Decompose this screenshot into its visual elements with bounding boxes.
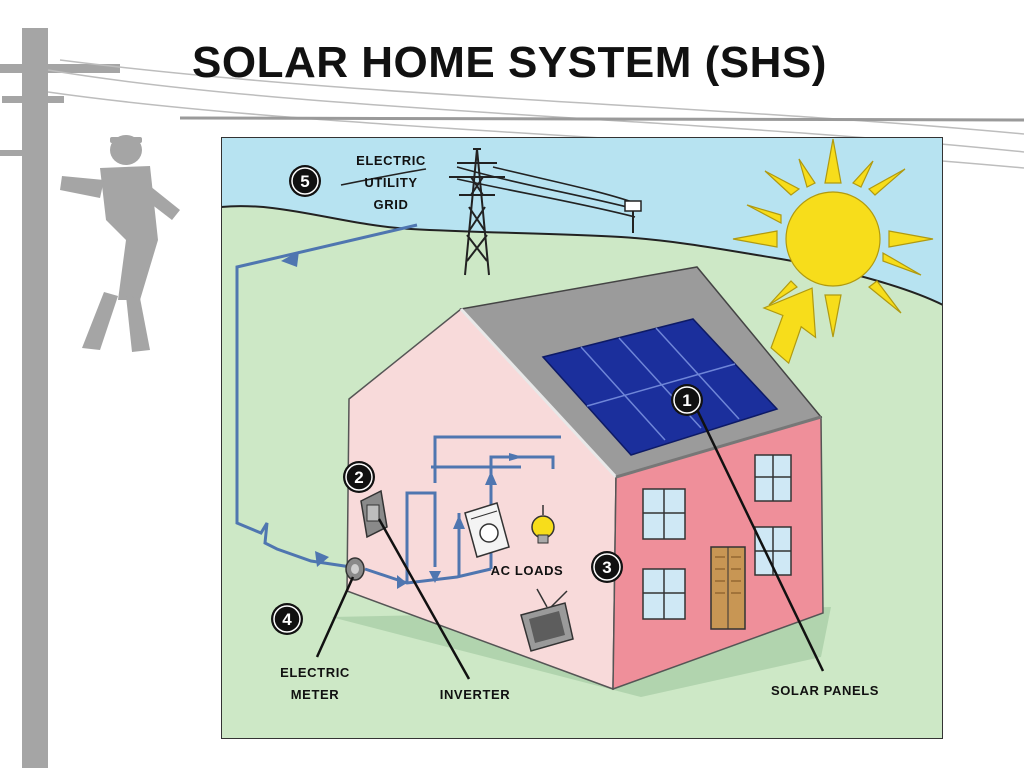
front-door bbox=[710, 546, 746, 630]
svg-text:1: 1 bbox=[682, 391, 691, 410]
leader-lines bbox=[315, 394, 825, 680]
solar-panel-array-icon bbox=[541, 318, 779, 456]
badge-4: 4 bbox=[271, 603, 303, 635]
label-meter-line2: METER bbox=[291, 687, 340, 702]
svg-text:4: 4 bbox=[282, 610, 292, 629]
svg-text:2: 2 bbox=[354, 468, 363, 487]
electric-meter-icon bbox=[345, 557, 365, 581]
badge-3: 3 bbox=[591, 551, 623, 583]
label-grid-line1: ELECTRIC bbox=[356, 153, 426, 168]
badge-5: 5 bbox=[289, 165, 321, 197]
label-grid-line3: GRID bbox=[374, 197, 409, 212]
label-ac-loads: AC LOADS bbox=[491, 563, 564, 578]
lineworker-silhouette-icon bbox=[60, 135, 180, 352]
sunlight-arrow-icon bbox=[762, 287, 817, 365]
svg-text:5: 5 bbox=[300, 172, 309, 191]
washing-machine-icon bbox=[464, 502, 510, 558]
flow-arrows bbox=[281, 251, 523, 589]
inverter-icon bbox=[360, 489, 388, 539]
sun-icon bbox=[732, 138, 934, 338]
svg-text:3: 3 bbox=[602, 558, 611, 577]
label-meter-line1: ELECTRIC bbox=[280, 665, 350, 680]
television-icon bbox=[520, 588, 574, 652]
label-grid-line2: UTILITY bbox=[364, 175, 417, 190]
solar-home-system-diagram: 1 2 3 4 5 ELECTRIC UTILITY GRID AC LOADS… bbox=[221, 137, 943, 739]
page-title: SOLAR HOME SYSTEM (SHS) bbox=[192, 38, 827, 87]
light-bulb-icon bbox=[531, 505, 555, 544]
badge-1: 1 bbox=[671, 384, 703, 416]
decorative-wires bbox=[47, 59, 1024, 169]
label-inverter: INVERTER bbox=[440, 687, 511, 702]
transmission-tower-icon bbox=[449, 148, 505, 276]
badge-2: 2 bbox=[343, 461, 375, 493]
distribution-pole-icon bbox=[624, 200, 642, 233]
utility-pole bbox=[0, 28, 120, 768]
label-solar-panels: SOLAR PANELS bbox=[771, 683, 879, 698]
